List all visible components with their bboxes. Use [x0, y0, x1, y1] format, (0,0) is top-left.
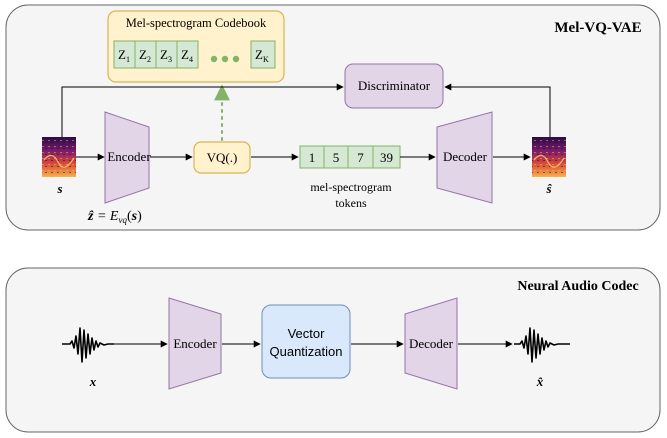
mel-vq-vae-panel — [5, 4, 661, 231]
token-value: 1 — [309, 150, 316, 165]
ellipsis-dots — [210, 55, 240, 63]
codec-encoder-trapezoid — [168, 297, 222, 390]
codec-encoder-label: Encoder — [173, 336, 217, 351]
codebook-entry-last — [250, 40, 276, 69]
decoder-label: Decoder — [443, 149, 488, 164]
code-label: Z3 — [160, 47, 172, 64]
vector-quantization-label-line1: Vector — [288, 326, 326, 341]
code-label-last: ZK — [255, 47, 269, 64]
input-symbol-x: x — [89, 374, 97, 389]
output-to-discriminator-line — [444, 83, 551, 137]
latent-formula: ẑ = Evq(s) — [87, 209, 142, 225]
encoder-trapezoid — [104, 111, 150, 204]
discriminator-box — [344, 63, 444, 109]
tokens-caption-line2: tokens — [335, 196, 367, 210]
neural-audio-codec-title: Neural Audio Codec — [517, 279, 638, 294]
input-symbol-s: s — [56, 181, 62, 196]
tokens-caption-line1: mel-spectrogram — [310, 180, 392, 194]
codec-decoder-trapezoid — [404, 297, 458, 390]
code-label: Z4 — [181, 47, 193, 64]
token-sequence: 1 5 7 39 — [299, 145, 401, 169]
codebook-entries: Z1 Z2 Z3 Z4 ZK — [113, 40, 276, 69]
vq-label: VQ(.) — [207, 150, 238, 165]
codebook-entry — [176, 40, 199, 69]
code-label: Z1 — [118, 47, 130, 64]
input-to-discriminator-line — [61, 83, 344, 137]
vector-quantization-label-line2: Quantization — [270, 344, 343, 359]
code-label: Z2 — [139, 47, 151, 64]
token-value: 7 — [357, 150, 364, 165]
output-waveform-icon — [514, 327, 570, 363]
output-symbol-s-hat: ŝ — [545, 181, 552, 196]
input-waveform-icon — [62, 327, 114, 363]
encoder-label: Encoder — [107, 149, 151, 164]
mel-vq-vae-title: Mel-VQ-VAE — [554, 20, 641, 36]
codebook-title: Mel-spectrogram Codebook — [126, 16, 267, 30]
token-value: 39 — [380, 150, 393, 165]
decoder-trapezoid — [436, 111, 493, 204]
discriminator-label: Discriminator — [358, 78, 431, 93]
output-spectrogram-image — [532, 137, 566, 177]
output-symbol-x-hat: x̂ — [536, 374, 544, 389]
token-value: 5 — [333, 150, 340, 165]
input-spectrogram-image — [42, 137, 76, 177]
vector-quantization-box — [261, 304, 351, 379]
vq-box — [193, 141, 251, 174]
codec-decoder-label: Decoder — [409, 336, 454, 351]
